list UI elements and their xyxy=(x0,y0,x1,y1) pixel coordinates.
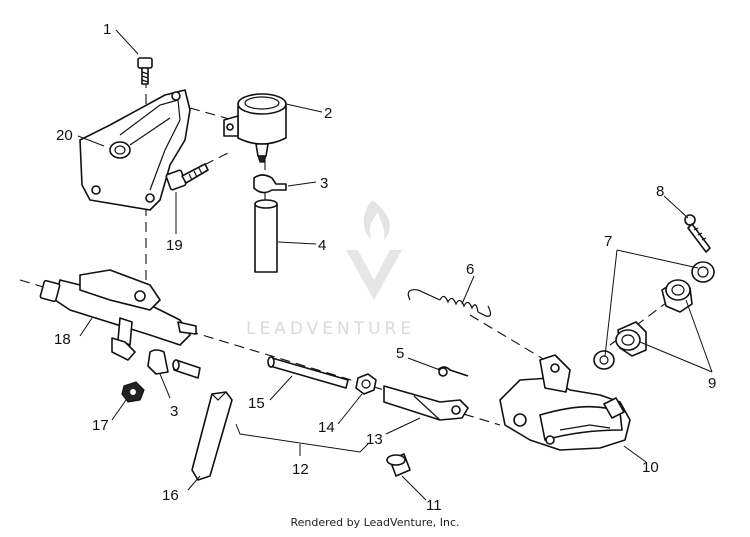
callout-18: 18 xyxy=(54,331,71,348)
leader-lines xyxy=(77,29,689,501)
watermark-v-icon xyxy=(346,250,402,300)
part-14-nut xyxy=(355,373,377,395)
callout-1: 1 xyxy=(103,21,111,38)
part-7-washer-upper xyxy=(691,261,715,283)
watermark-text: LEADVENTURE xyxy=(246,319,415,339)
callout-2: 2 xyxy=(324,105,332,122)
part-20-bracket xyxy=(79,89,191,211)
part-7-washer-lower xyxy=(593,350,615,370)
callout-10: 10 xyxy=(642,459,659,476)
leader-7 xyxy=(604,249,699,357)
part-19-bolt xyxy=(165,163,209,191)
callout-12: 12 xyxy=(292,461,309,478)
part-18-master-cylinder xyxy=(39,269,197,361)
callout-20: 20 xyxy=(56,127,73,144)
part-10-brake-lever xyxy=(499,354,631,451)
callout-17: 17 xyxy=(92,417,109,434)
callout-16: 16 xyxy=(162,487,179,504)
watermark-flame-icon xyxy=(363,200,390,240)
callout-14: 14 xyxy=(318,419,335,436)
callout-19: 19 xyxy=(166,237,183,254)
part-4-hose xyxy=(254,199,278,273)
watermark: LEADVENTURE xyxy=(246,200,415,339)
part-17-nut xyxy=(121,381,145,403)
axis-line-6-10 xyxy=(469,314,546,361)
callout-15: 15 xyxy=(248,395,265,412)
part-2-reservoir xyxy=(223,93,287,163)
callout-3-upper: 3 xyxy=(320,175,328,192)
part-sleeve xyxy=(172,359,201,379)
part-8-bolt xyxy=(684,214,711,253)
callout-5: 5 xyxy=(396,345,404,362)
axis-line-9 xyxy=(609,299,671,346)
part-9-bushing-upper xyxy=(661,279,693,313)
callout-3-lower: 3 xyxy=(170,403,178,420)
axis-line-2-20 xyxy=(189,107,241,123)
callout-9: 9 xyxy=(708,375,716,392)
callout-4: 4 xyxy=(318,237,326,254)
part-15-pin xyxy=(267,356,349,389)
part-1-screw xyxy=(137,57,153,85)
part-13-clevis xyxy=(383,385,469,421)
part-5-cotter-pin xyxy=(437,366,469,377)
part-16-boot xyxy=(191,391,233,481)
footer-credit: Rendered by LeadVenture, Inc. xyxy=(290,516,460,529)
callout-8: 8 xyxy=(656,183,664,200)
callout-6: 6 xyxy=(466,261,474,278)
callout-13: 13 xyxy=(366,431,383,448)
part-3-clamp-upper xyxy=(253,174,287,194)
group-bracket-12 xyxy=(235,423,369,456)
part-3-clamp-lower xyxy=(147,349,169,375)
callout-7: 7 xyxy=(604,233,612,250)
part-9-bushing-lower xyxy=(615,321,647,357)
part-11-clevis-pin xyxy=(386,453,411,477)
callout-11: 11 xyxy=(426,497,442,514)
leader-9 xyxy=(639,299,713,373)
part-6-spring xyxy=(407,289,492,317)
